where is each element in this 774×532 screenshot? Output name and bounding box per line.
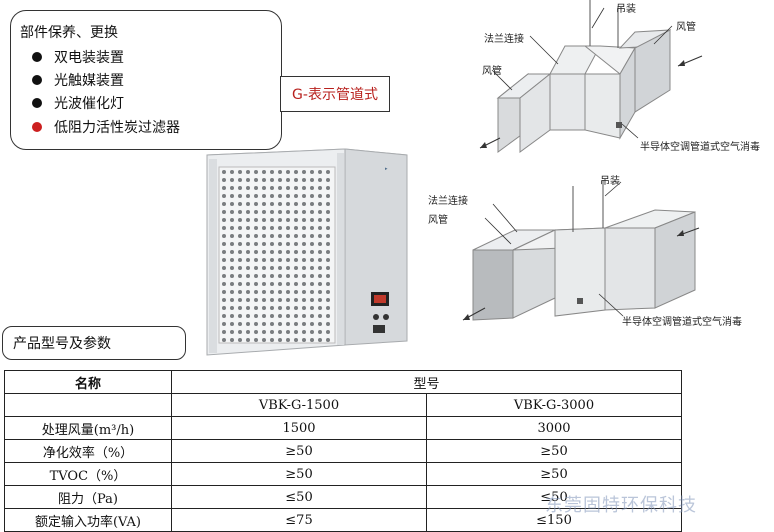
param-value: 3000 [426, 416, 682, 440]
watermark-text: 东莞固特环保科技 [545, 495, 697, 516]
part-item: 双电装装置 [32, 47, 124, 67]
part-item-label: 双电装装置 [54, 50, 124, 66]
power-switch-icon [373, 325, 385, 333]
parts-title: 部件保养、更换 [20, 25, 118, 41]
model-section-title-text: 产品型号及参数 [13, 336, 111, 352]
param-name: TVOC（%） [4, 462, 172, 486]
diagram-top-duct-right-label: 风管 [676, 22, 696, 33]
header-model: 型号 [171, 370, 682, 394]
param-value: ≥50 [171, 439, 427, 463]
control-button-icon [383, 314, 389, 320]
diagram-top-duct-left-label: 风管 [482, 66, 502, 77]
param-value: ≤50 [171, 485, 427, 509]
purifier-unit-image: ▸ [206, 148, 408, 356]
param-value: 1500 [171, 416, 427, 440]
duct-diagram-top [479, 0, 703, 153]
table-model-row: VBK-G-1500 VBK-G-3000 [4, 393, 682, 417]
diagram-bottom-device-label: 半导体空调管道式空气消毒 [622, 317, 742, 328]
parts-maintenance-box [10, 10, 282, 150]
bullet-dot-icon [32, 52, 42, 62]
device-indicator-icon [616, 122, 622, 128]
g-type-text: G-表示管道式 [292, 87, 378, 103]
table-row: TVOC（%） ≥50 ≥50 [4, 462, 682, 486]
part-item-label: 光触媒装置 [54, 73, 124, 89]
part-item-label: 光波催化灯 [54, 96, 124, 112]
param-name: 处理风量(m³/h) [4, 416, 172, 440]
control-button-icon [373, 314, 379, 320]
diagram-top-flange-label: 法兰连接 [484, 34, 524, 45]
param-name: 阻力（Pa) [4, 485, 172, 509]
model-section-title: 产品型号及参数 [2, 326, 186, 360]
part-item: 光波催化灯 [32, 93, 124, 113]
part-item-label: 低阻力活性炭过滤器 [54, 120, 180, 136]
table-row: 净化效率（%） ≥50 ≥50 [4, 439, 682, 463]
diagram-bottom-hanger-label: 吊装 [600, 176, 620, 187]
perforation-grid [222, 170, 330, 342]
table-cell-empty [4, 393, 172, 417]
bullet-dot-icon [32, 75, 42, 85]
param-name: 净化效率（%） [4, 439, 172, 463]
bullet-dot-red-icon [32, 122, 42, 132]
diagram-bottom-flange-label: 法兰连接 [428, 196, 468, 207]
bullet-dot-icon [32, 98, 42, 108]
diagram-top-hanger-label: 吊装 [616, 4, 636, 15]
param-value: ≥50 [426, 439, 682, 463]
header-name: 名称 [4, 370, 172, 394]
diagram-top-device-label: 半导体空调管道式空气消毒 [640, 142, 760, 153]
param-value: ≥50 [426, 462, 682, 486]
g-type-label: G-表示管道式 [280, 76, 390, 112]
part-item: 低阻力活性炭过滤器 [32, 117, 180, 137]
model-name-cell: VBK-G-1500 [171, 393, 427, 417]
param-value: ≤75 [171, 508, 427, 532]
part-item: 光触媒装置 [32, 70, 124, 90]
table-row: 处理风量(m³/h) 1500 3000 [4, 416, 682, 440]
table-row: 阻力（Pa) ≤50 ≤50 [4, 485, 682, 509]
svg-text:▸: ▸ [385, 166, 388, 172]
param-name: 额定输入功率(VA) [4, 508, 172, 532]
duct-diagram-bottom [462, 180, 700, 321]
param-value: ≥50 [171, 462, 427, 486]
diagram-bottom-duct-label: 风管 [428, 215, 448, 226]
device-indicator-icon [577, 298, 583, 304]
model-name-cell: VBK-G-3000 [426, 393, 682, 417]
table-header-row: 名称 型号 [4, 370, 682, 394]
